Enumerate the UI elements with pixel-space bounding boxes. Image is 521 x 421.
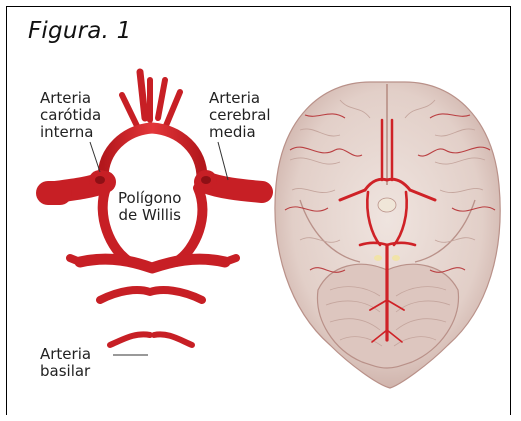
label-middle-cerebral-line2: cerebral: [209, 107, 271, 124]
label-basilar-line2: basilar: [40, 363, 91, 380]
label-middle-cerebral-line3: media: [209, 124, 271, 141]
label-circle-line2: de Willis: [118, 207, 181, 224]
label-carotid-line1: Arteria: [40, 90, 101, 107]
label-middle-cerebral-line1: Arteria: [209, 90, 271, 107]
label-middle-cerebral-artery: Arteria cerebral media: [209, 90, 271, 141]
label-carotid-line3: interna: [40, 124, 101, 141]
brain-base-illustration: [275, 82, 500, 388]
label-basilar-artery: Arteria basilar: [40, 346, 91, 380]
label-basilar-line1: Arteria: [40, 346, 91, 363]
label-circle-line1: Polígono: [118, 190, 181, 207]
label-carotid-artery: Arteria carótida interna: [40, 90, 101, 141]
label-circle-of-willis: Polígono de Willis: [118, 190, 181, 224]
label-carotid-line2: carótida: [40, 107, 101, 124]
